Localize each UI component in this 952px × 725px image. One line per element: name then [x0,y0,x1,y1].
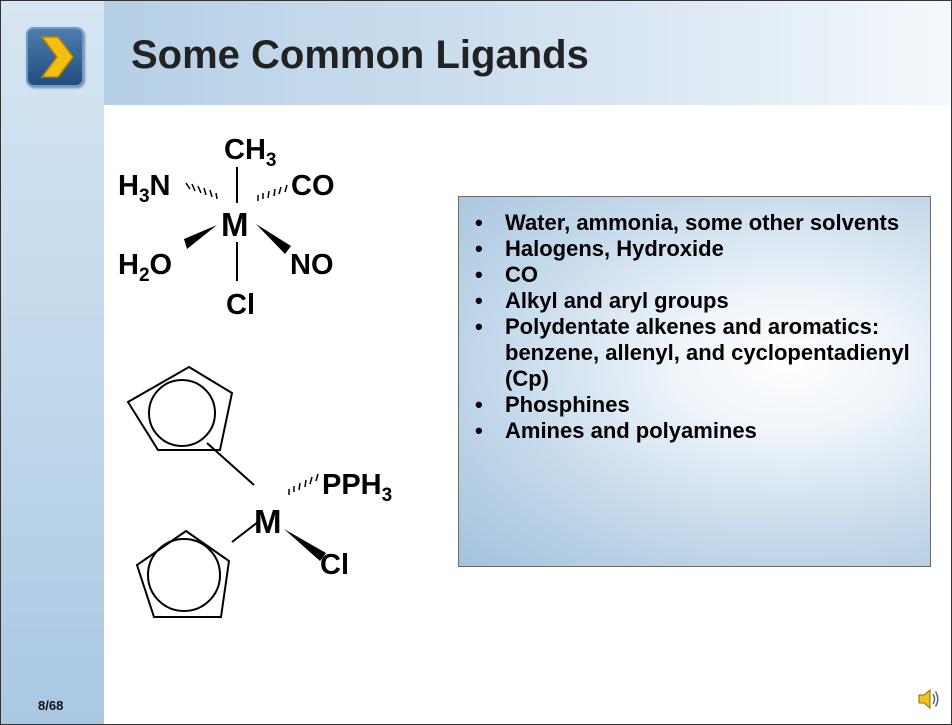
ligand-water: H2O [118,249,172,286]
ligand-carbonyl: CO [291,170,335,202]
octahedral-complex: CH3 H3N CO M H2O NO Cl [118,134,335,321]
metal-center: M [221,206,249,243]
list-item: •Water, ammonia, some other solvents [475,210,900,235]
ligand-ammonia: H3N [118,170,170,207]
ligand-triphenylphosphine: PPH3 [322,469,392,506]
slide-sidebar [1,1,104,724]
slide-header [104,1,951,105]
speaker-icon[interactable] [916,686,942,717]
ligand-list-box: •Water, ammonia, some other solvents •Ha… [458,196,931,567]
list-item: •Alkyl and aryl groups [475,288,729,313]
list-item: •CO [475,262,538,287]
list-item: •Amines and polyamines [475,418,757,443]
ligand-nitrosyl: NO [290,249,334,281]
page-number: 8/68 [38,698,64,713]
slide-title: Some Common Ligands [131,33,589,77]
metallocene-complex: PPH3 M Cl [126,365,392,618]
metal-center-2: M [254,503,282,540]
ligand-chloride-2: Cl [320,549,349,581]
ligand-methyl: CH3 [224,134,276,171]
ligand-structures: CH3 H3N CO M H2O NO Cl [118,134,392,618]
ligand-list: •Water, ammonia, some other solvents •Ha… [459,197,930,444]
chevron-right-icon [26,27,84,87]
list-item: •Halogens, Hydroxide [475,236,724,261]
list-item: •Phosphines [475,392,630,417]
list-item: •Polydentate alkenes and aromatics: benz… [475,314,910,391]
ligand-chloride: Cl [226,289,255,321]
